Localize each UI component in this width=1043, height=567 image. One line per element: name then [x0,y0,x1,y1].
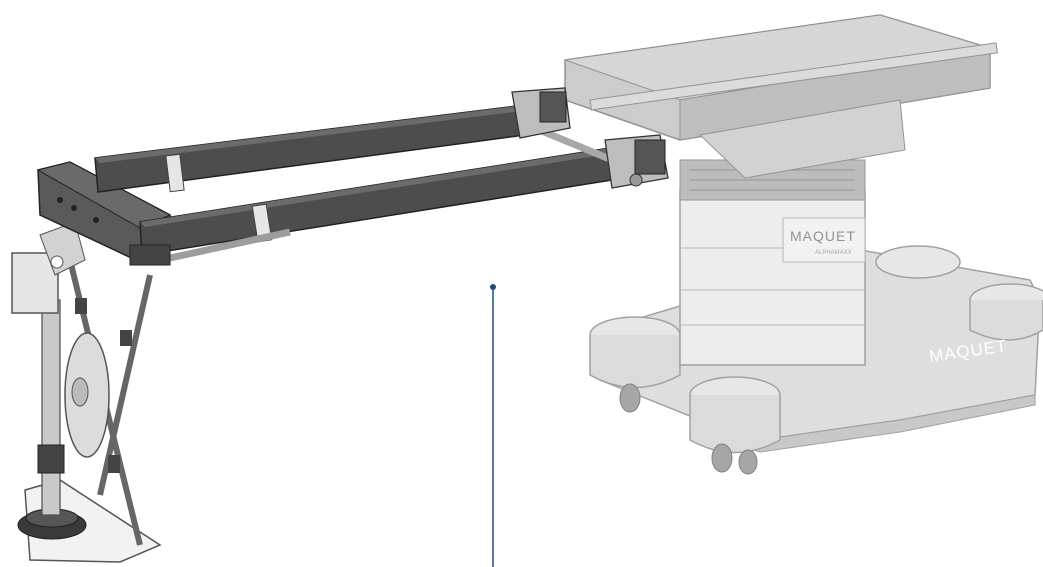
table-column [679,189,866,366]
callout-dot [490,284,496,290]
operating-table: MAQUET MAQUET ALPHAMAXX [564,14,1043,475]
support-stand [11,221,162,563]
rail-extension-frame [36,87,669,266]
callout-pointer [490,284,496,567]
brand-plate-model: ALPHAMAXX [815,250,852,256]
stand-pole [41,299,61,516]
brand-plate [782,217,866,263]
base-foot [875,245,961,279]
brand-plate-label: MAQUET [790,228,856,244]
